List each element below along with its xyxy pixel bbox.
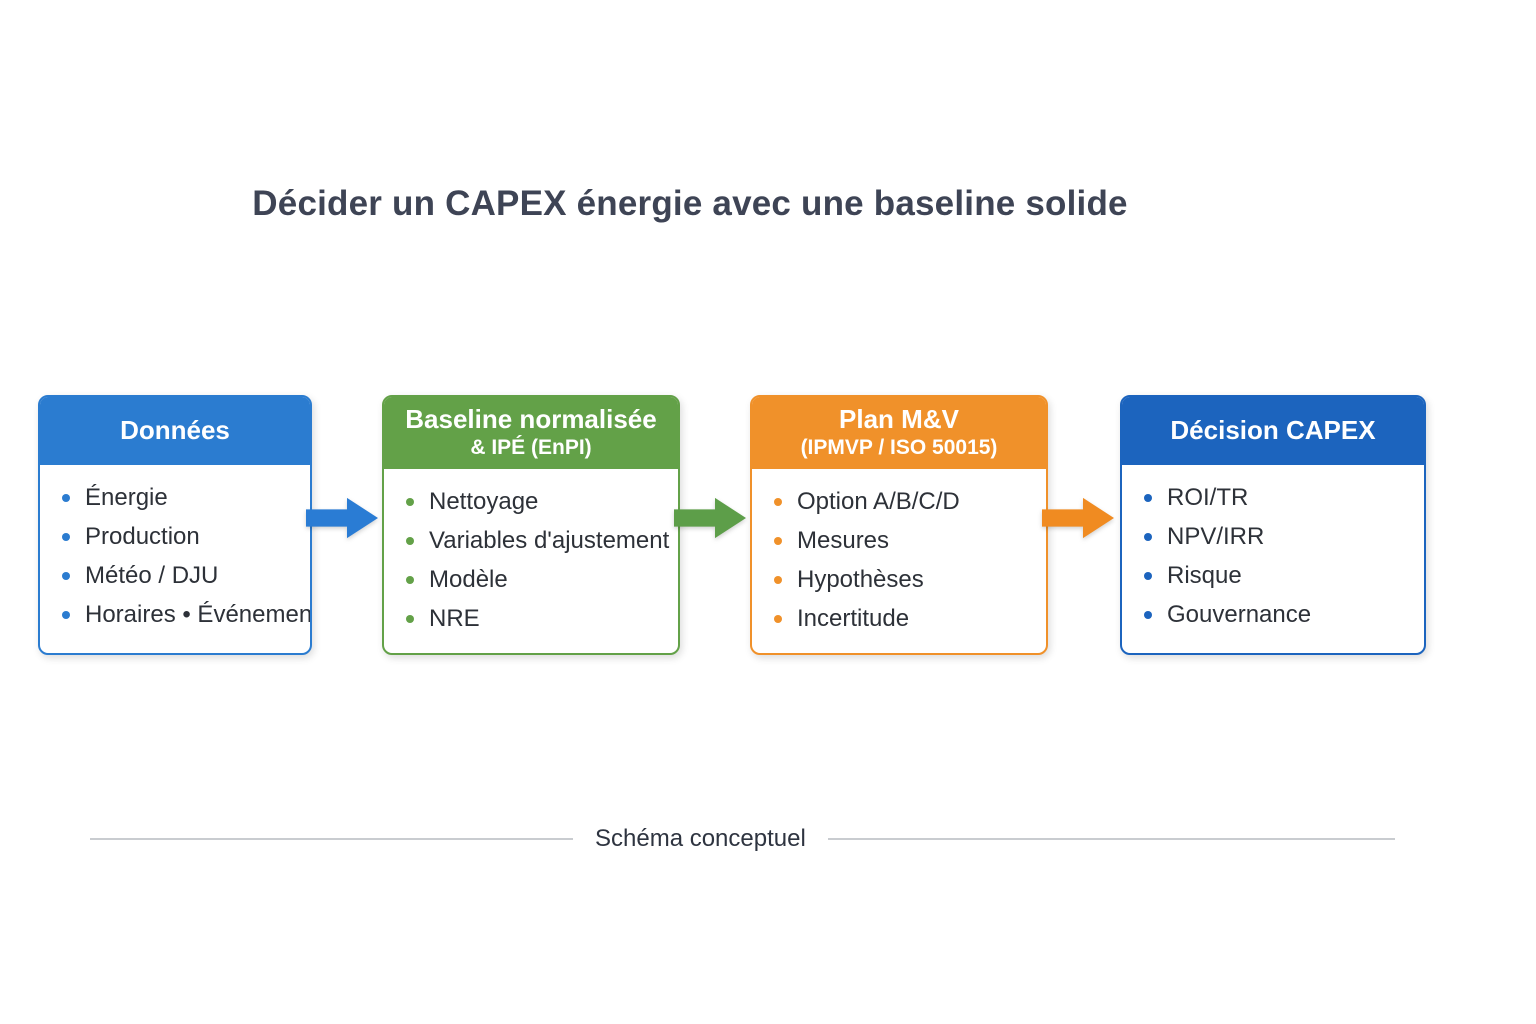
list-item-label: Variables d'ajustement [429,526,670,554]
list-item: Gouvernance [1144,595,1410,634]
bullet-dot-icon [62,493,70,502]
bullet-dot-icon [774,575,782,584]
box-header-title: Plan M&V [839,404,959,434]
list-item: Option A/B/C/D [774,482,1032,521]
list-item-label: Gouvernance [1167,600,1312,628]
bullet-dot-icon [406,536,414,545]
box-header-title: Baseline normalisée [405,404,657,434]
list-item: Variables d'ajustement [406,521,669,560]
list-item-label: NPV/IRR [1167,522,1265,550]
list-item: Nettoyage [406,482,664,521]
arrow-right-icon-3 [1042,495,1114,541]
divider-line-right [827,838,1395,840]
list-item: NRE [406,599,664,638]
list-item-label: Option A/B/C/D [797,487,960,515]
list-item-label: Nettoyage [429,487,539,515]
bullet-dot-icon [62,610,70,619]
arrow-right-icon-2 [674,495,746,541]
list-item: Modèle [406,560,664,599]
box-header-donnees: Données [40,397,310,465]
footer-divider: Schéma conceptuel [90,825,1395,852]
flow-box-baseline: Baseline normalisée & IPÉ (EnPI) Nettoya… [382,395,680,655]
list-item-label: Mesures [797,526,890,554]
list-item-label: Météo / DJU [85,561,219,589]
list-item-label: Risque [1167,561,1242,589]
bullet-dot-icon [406,497,414,506]
list-item-label: ROI/TR [1167,483,1249,511]
list-item: Mesures [774,521,1032,560]
bullet-dot-icon [406,575,414,584]
flow-box-plan-mv: Plan M&V (IPMVP / ISO 50015) Option A/B/… [750,395,1048,655]
list-item: Production [62,517,296,556]
list-item-label: Incertitude [797,604,910,632]
list-item: Horaires • Événements [62,595,310,634]
bullet-dot-icon [1144,532,1152,541]
list-item: Risque [1144,556,1410,595]
box-header-subtitle: & IPÉ (EnPI) [470,436,592,460]
bullet-dot-icon [774,536,782,545]
box-header-subtitle: (IPMVP / ISO 50015) [800,436,998,460]
list-item: Incertitude [774,599,1032,638]
list-item: Météo / DJU [62,556,296,595]
bullet-dot-icon [1144,493,1152,502]
page-title: Décider un CAPEX énergie avec une baseli… [252,184,1128,223]
list-item-label: Horaires • Événements [85,600,312,628]
list-item-label: Production [85,522,200,550]
box-header-title: Données [120,414,230,445]
box-header-decision-capex: Décision CAPEX [1122,397,1424,465]
box-header-title: Décision CAPEX [1170,414,1376,445]
bullet-dot-icon [62,532,70,541]
box-header-baseline: Baseline normalisée & IPÉ (EnPI) [384,397,678,470]
bullet-dot-icon [406,614,414,623]
list-item: Énergie [62,478,296,517]
divider-label: Schéma conceptuel [595,825,806,852]
list-item-label: Modèle [429,565,508,593]
bullet-dot-icon [774,497,782,506]
bullet-dot-icon [1144,571,1152,580]
list-item-label: Énergie [85,483,168,511]
list-item-label: Hypothèses [797,565,924,593]
divider-line-left [90,838,573,840]
list-item-label: NRE [429,604,480,632]
arrow-right-icon-1 [306,495,378,541]
list-item: ROI/TR [1144,478,1410,517]
box-header-plan-mv: Plan M&V (IPMVP / ISO 50015) [752,397,1046,470]
list-item: Hypothèses [774,560,1032,599]
bullet-dot-icon [1144,610,1152,619]
list-item: NPV/IRR [1144,517,1410,556]
bullet-dot-icon [62,571,70,580]
bullet-dot-icon [774,614,782,623]
